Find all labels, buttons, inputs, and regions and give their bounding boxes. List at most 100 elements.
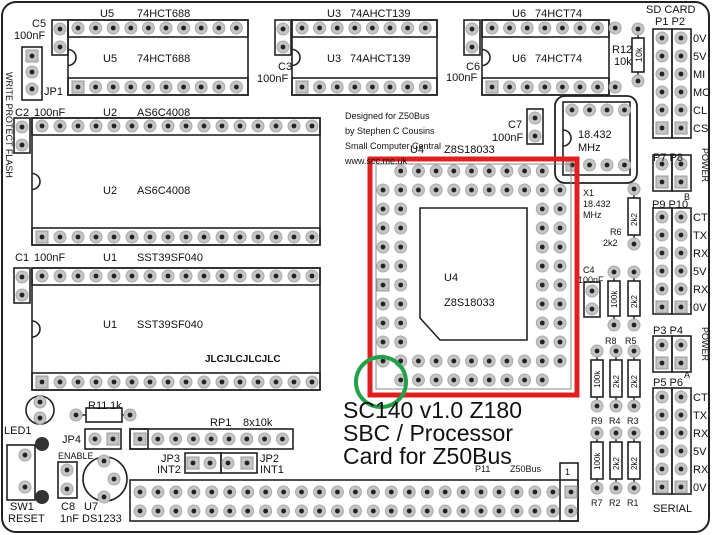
pin-hole xyxy=(227,508,233,514)
u2-ref: U2 xyxy=(103,185,117,197)
pin-hole xyxy=(93,84,98,90)
pin-hole xyxy=(29,69,35,75)
r11-outline xyxy=(85,407,123,423)
jp2-ref: JP2 xyxy=(260,453,279,465)
pin-hole xyxy=(659,430,665,436)
p56-pin-label: 0V xyxy=(693,482,707,494)
u4-chip-outline xyxy=(419,207,528,341)
pin-hole xyxy=(37,399,43,405)
power-a-side: A xyxy=(684,370,690,380)
pin-hole xyxy=(613,485,619,491)
pin-hole xyxy=(216,84,222,90)
pin-hole xyxy=(92,436,98,442)
pin-hole xyxy=(659,232,665,238)
pin-hole xyxy=(273,123,279,129)
pin-hole xyxy=(611,322,617,328)
pin-hole xyxy=(147,234,153,240)
pin-hole xyxy=(486,168,492,174)
pin-hole xyxy=(64,467,70,473)
pin-hole xyxy=(678,360,684,366)
title-line-2: SBC / Processor xyxy=(343,420,513,446)
pin-hole xyxy=(612,25,618,31)
rp1-value: 8x10k xyxy=(243,417,273,429)
pin-hole xyxy=(262,436,267,442)
pin-hole xyxy=(75,379,81,385)
pin-hole xyxy=(514,508,520,514)
c5-value: 100nF xyxy=(14,30,45,42)
r2-ref: R2 xyxy=(609,498,621,508)
pin-hole xyxy=(111,123,117,129)
pin-hole xyxy=(398,358,404,364)
pin-hole xyxy=(183,273,189,279)
pin-hole xyxy=(370,25,375,31)
pin-hole xyxy=(111,379,117,385)
chip-notch xyxy=(562,129,572,147)
pin-hole xyxy=(560,25,565,31)
jp1-label: JP1 xyxy=(44,86,63,98)
pin-hole xyxy=(380,244,386,250)
c1-ref: C1 xyxy=(15,252,29,264)
p8-outline xyxy=(671,154,692,192)
pin-hole xyxy=(542,84,548,90)
pin-hole xyxy=(19,124,25,130)
pin-hole xyxy=(129,123,135,129)
u6-part: 74HCT74 xyxy=(535,53,582,65)
pin-hole xyxy=(155,508,161,514)
pin-hole xyxy=(478,508,484,514)
u1-part: SST39SF040 xyxy=(137,319,203,331)
pin-hole xyxy=(405,84,410,90)
pin-hole xyxy=(522,377,527,383)
c6-value: 100nF xyxy=(446,72,477,84)
credit-line-3: Small Computer Central xyxy=(345,141,441,151)
pin-hole xyxy=(183,234,189,240)
r6-ref: R6 xyxy=(610,227,622,237)
pin-hole xyxy=(522,187,527,193)
pin-hole xyxy=(659,394,665,400)
pin-hole xyxy=(234,25,239,31)
pin-hole xyxy=(433,168,439,174)
pin-hole xyxy=(57,26,63,32)
u6-ref: U6 xyxy=(512,53,526,65)
pin-hole xyxy=(128,84,134,90)
jlc-marking: JLCJLCJLCJLC xyxy=(205,354,281,365)
r11-value: 1k xyxy=(110,400,122,412)
u2-pin-strip-top xyxy=(31,117,321,136)
pin-hole xyxy=(568,508,574,514)
pin-hole xyxy=(380,263,386,269)
pin-hole xyxy=(101,494,107,500)
pin-hole xyxy=(281,508,286,514)
pin-hole xyxy=(659,342,665,348)
sw1-mount xyxy=(35,490,49,504)
chip-notch xyxy=(31,172,41,191)
pin-hole xyxy=(678,484,684,490)
pin-hole xyxy=(207,460,213,466)
pin-hole xyxy=(587,162,592,168)
pin-hole xyxy=(678,232,684,238)
pin-hole xyxy=(659,250,665,256)
pin-hole xyxy=(678,89,684,95)
pin-hole xyxy=(111,234,117,240)
pin-hole xyxy=(496,489,502,495)
pin-hole xyxy=(398,301,404,307)
u2-part-top: AS6C4008 xyxy=(137,107,190,119)
pin-hole xyxy=(309,273,315,279)
pin-hole xyxy=(273,273,279,279)
pin-hole xyxy=(595,84,600,90)
pin-hole xyxy=(209,489,215,495)
u5-pin-strip-bottom xyxy=(67,77,249,96)
pin-hole xyxy=(219,379,225,385)
pin-hole xyxy=(587,107,592,113)
p910-pin-label: TX xyxy=(693,230,708,242)
pin-hole xyxy=(507,84,512,90)
pin-hole xyxy=(659,268,665,274)
pin-hole xyxy=(557,263,563,269)
pin-hole xyxy=(226,436,232,442)
pin-hole xyxy=(201,379,207,385)
pin-hole xyxy=(589,288,595,294)
sd-pin-label: MO xyxy=(693,87,711,99)
pin-hole xyxy=(451,358,457,364)
pin-hole xyxy=(659,360,665,366)
pin-hole xyxy=(73,412,79,418)
x1-unit: MHz xyxy=(583,210,602,220)
pin-hole xyxy=(557,339,563,345)
